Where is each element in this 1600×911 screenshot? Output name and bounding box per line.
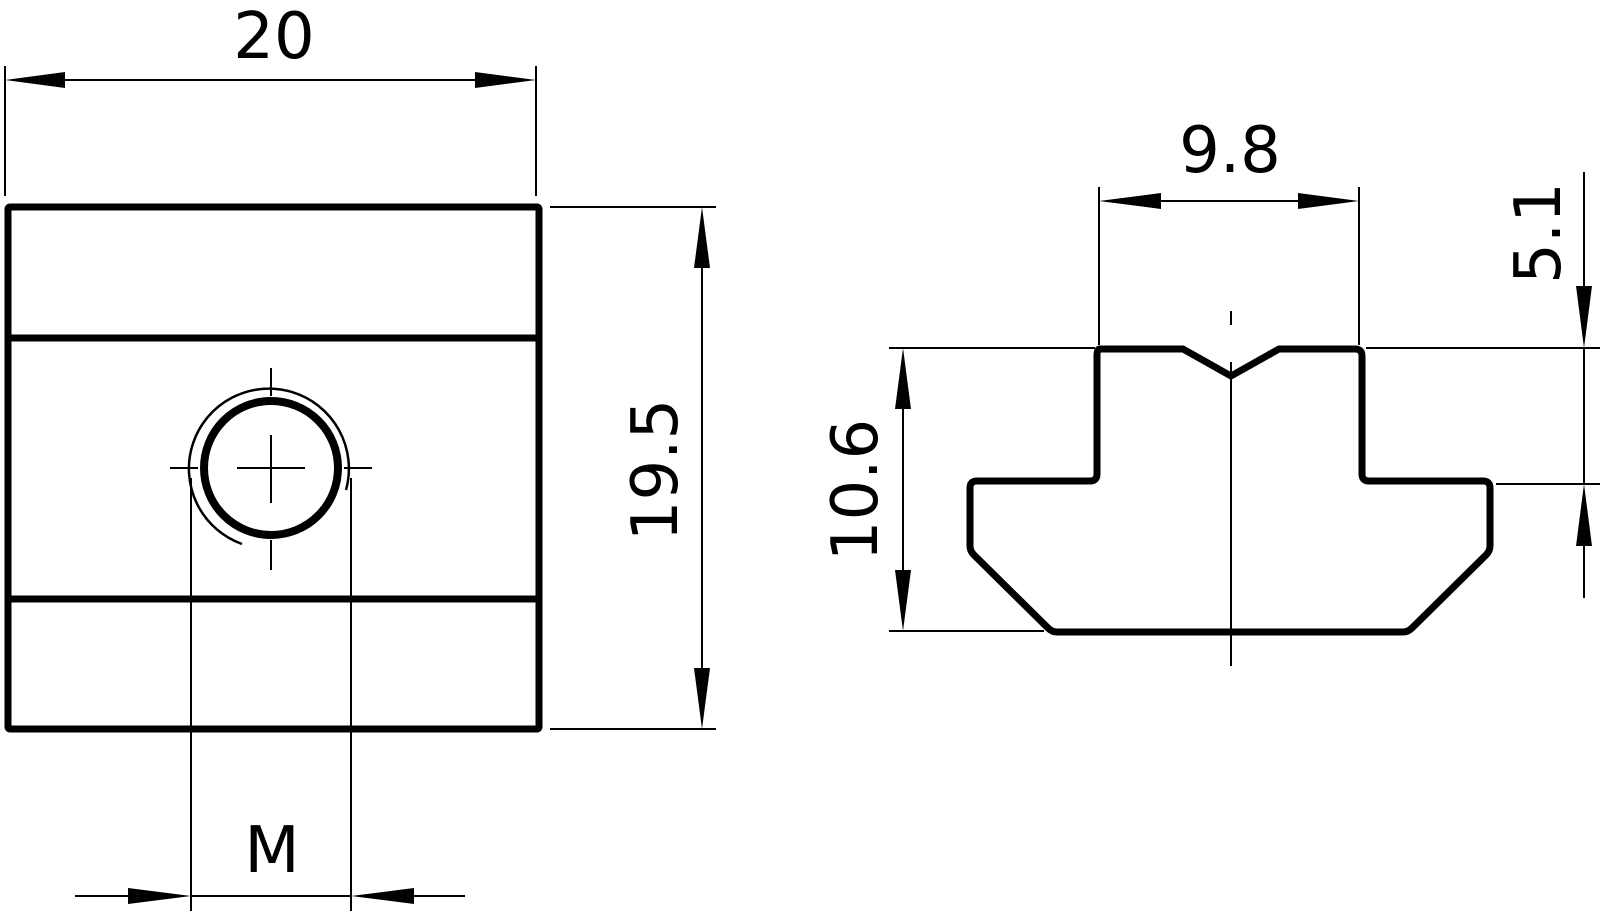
dimension-label-total-height: 10.6 <box>819 419 893 562</box>
dimension-label-neck-height: 5.1 <box>1502 182 1576 284</box>
hole-circle <box>200 397 342 539</box>
thread-arc <box>187 387 351 546</box>
t-profile-outline <box>966 345 1494 636</box>
side-view <box>966 311 1494 666</box>
threaded-hole <box>170 368 372 570</box>
front-view <box>4 203 543 911</box>
dimension-thread: M <box>75 814 465 904</box>
dimension-total-height: 10.6 <box>819 347 1095 632</box>
dimension-label-thread: M <box>244 814 299 888</box>
dimension-label-top-width: 9.8 <box>1179 114 1281 188</box>
dimension-neck-height: 5.1 <box>1366 172 1600 598</box>
dimension-top-width: 9.8 <box>1098 114 1360 345</box>
front-view-outline <box>4 203 543 733</box>
dimension-width: 20 <box>4 0 537 196</box>
dimension-label-width: 20 <box>233 0 314 74</box>
dimension-label-height: 19.5 <box>619 399 693 542</box>
dimension-height: 19.5 <box>550 206 716 730</box>
